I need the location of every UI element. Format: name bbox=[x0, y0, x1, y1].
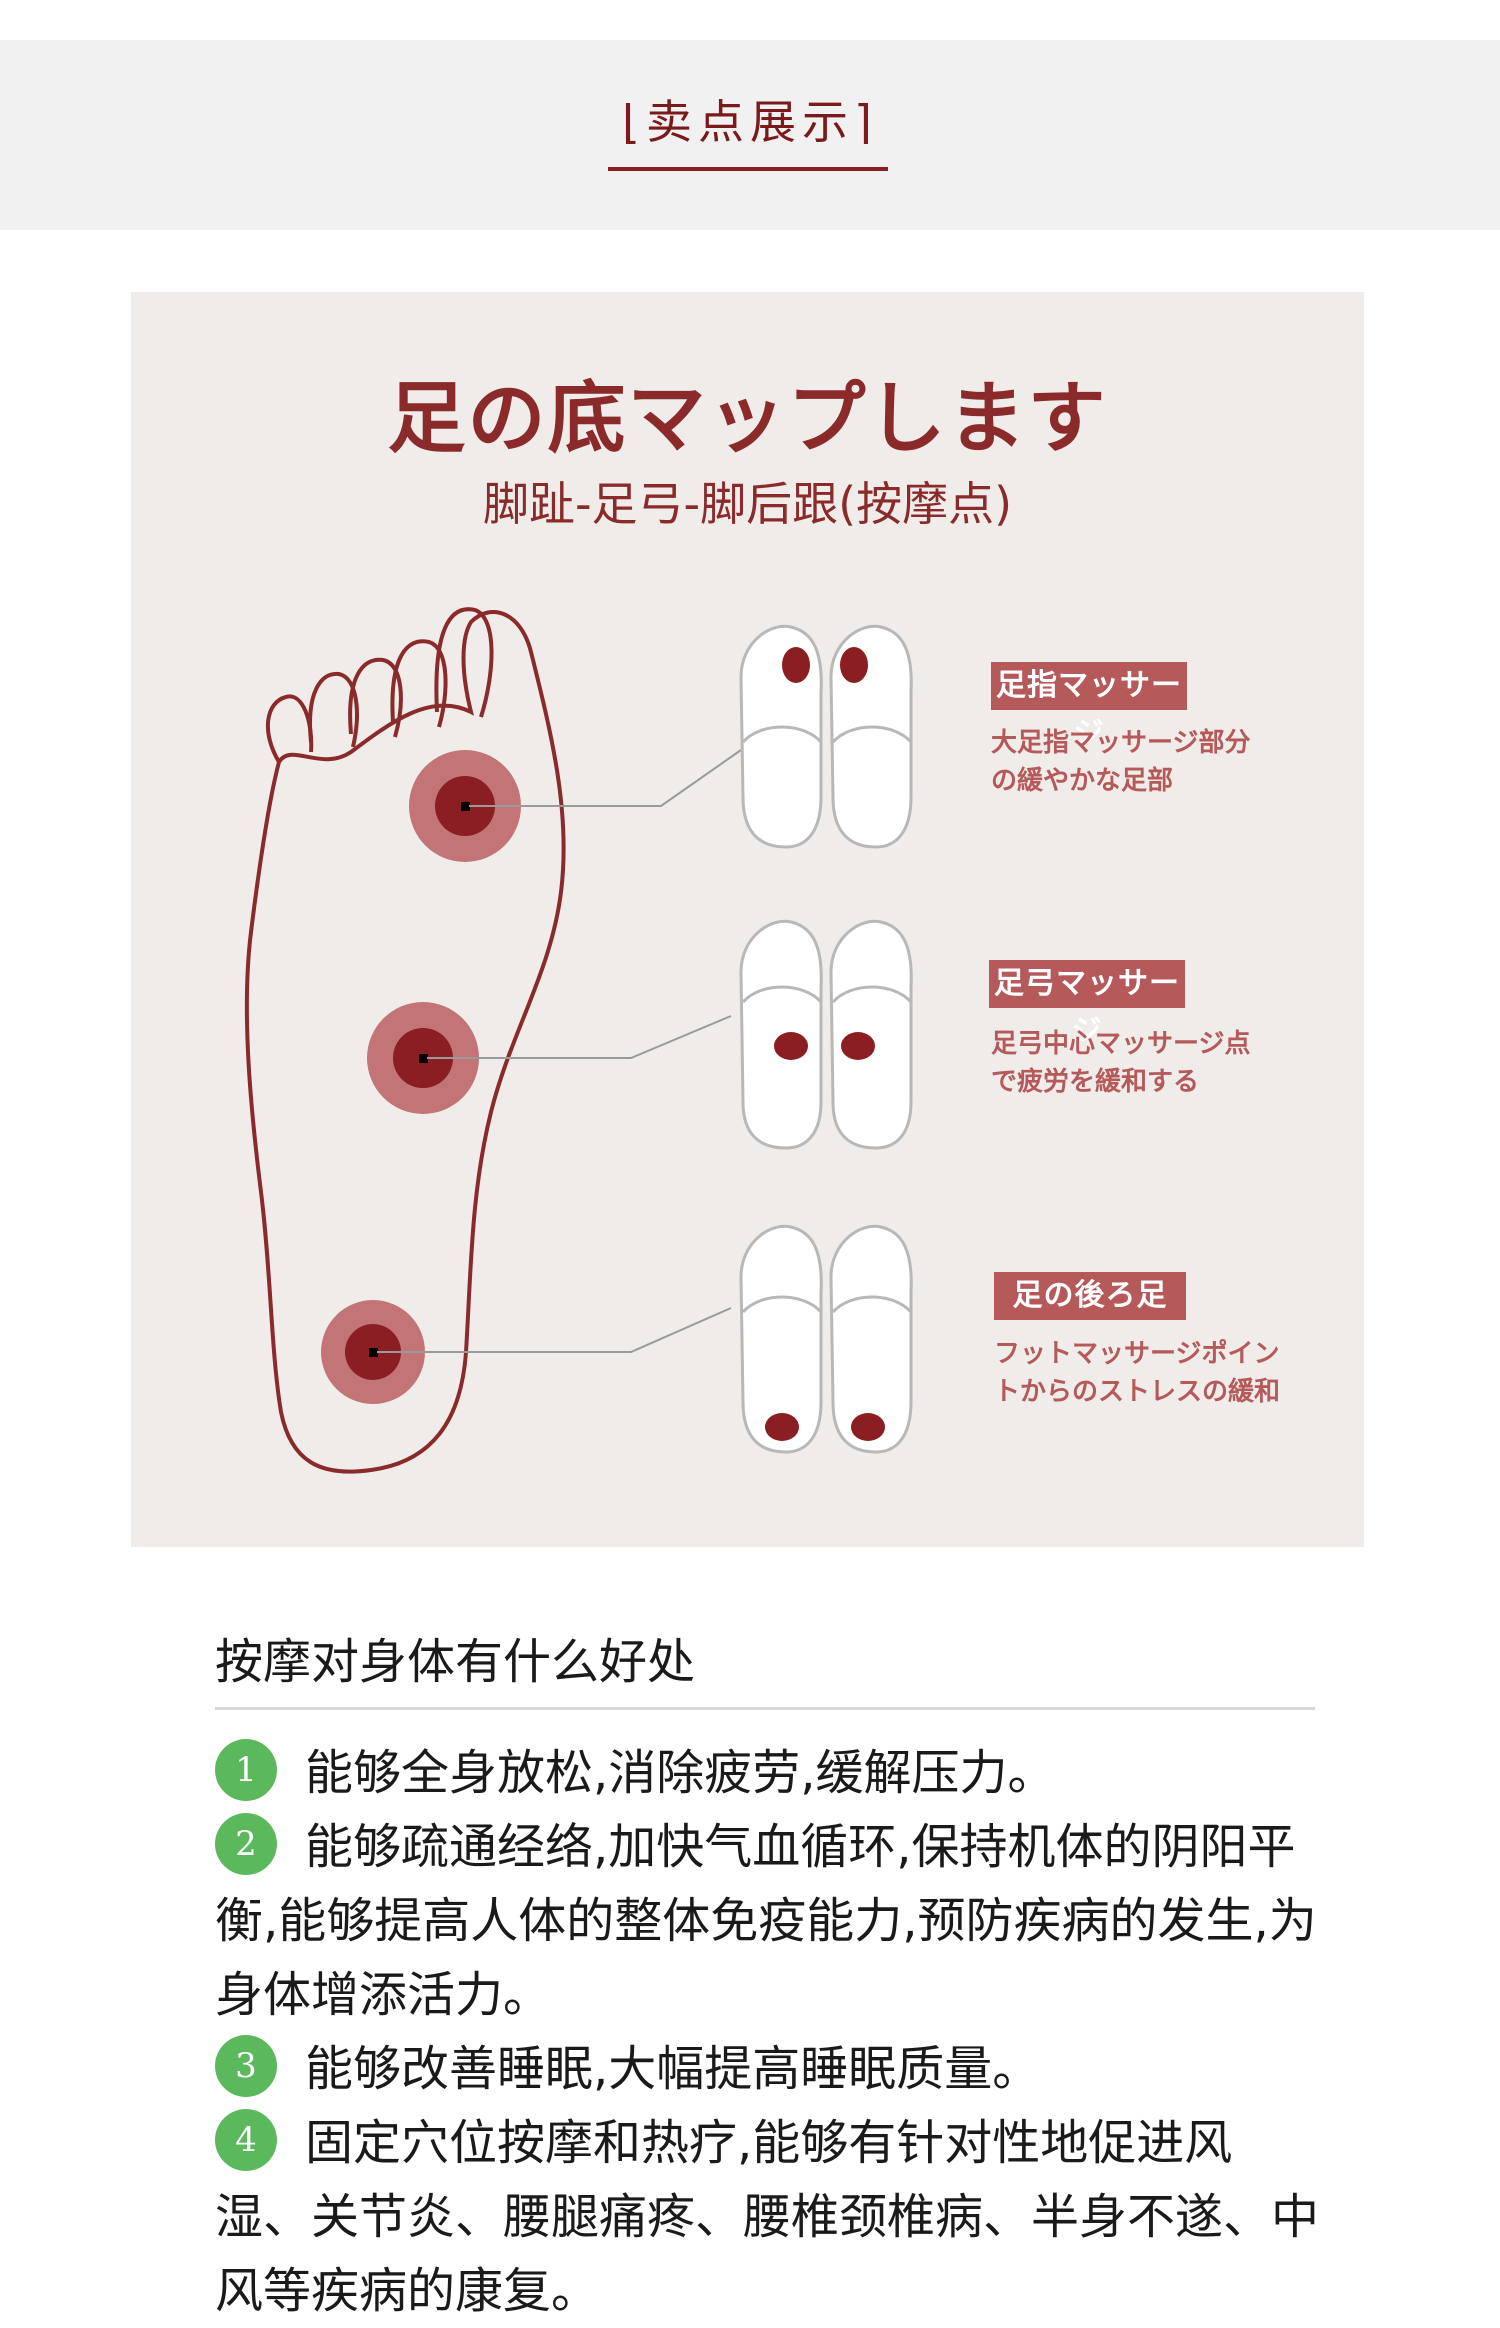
slipper-heel-dot-left bbox=[765, 1413, 799, 1441]
foot-diagram bbox=[244, 607, 913, 1474]
desc-heel-massage: フットマッサージポイン トからのストレスの緩和 bbox=[994, 1335, 1280, 1411]
section-title: ⌊卖点展示⌉ bbox=[0, 86, 1500, 152]
connector-lines bbox=[377, 749, 742, 1353]
badge-heel-massage: 足の後ろ足 bbox=[994, 1272, 1186, 1320]
desc-arch-line1: 足弓中心マッサージ点 bbox=[991, 1029, 1251, 1059]
desc-toe-massage: 大足指マッサージ部分 の緩やかな足部 bbox=[991, 724, 1250, 800]
slipper-toe-dot-right bbox=[840, 647, 868, 683]
benefits-title: 按摩对身体有什么好处 bbox=[215, 1634, 696, 1690]
slipper-arch-dot-left bbox=[774, 1032, 808, 1060]
toe-point-marker bbox=[409, 750, 521, 862]
desc-arch-massage: 足弓中心マッサージ点 で疲労を緩和する bbox=[991, 1025, 1250, 1101]
badge-toe-massage: 足指マッサージ bbox=[991, 662, 1187, 751]
desc-arch-line2: で疲労を緩和する bbox=[991, 1067, 1200, 1097]
slipper-toe-dot-left bbox=[782, 647, 810, 683]
slipper-arch-dot-right bbox=[841, 1032, 875, 1060]
benefit-number-1: 1 bbox=[215, 1739, 277, 1801]
slipper-heel-dot-right bbox=[851, 1413, 885, 1441]
benefit-text-3: 能够改善睡眠,大幅提高睡眠质量。 bbox=[305, 2041, 1041, 2097]
section-header bbox=[0, 40, 1500, 230]
benefit-item-3: 3 能够改善睡眠,大幅提高睡眠质量。 bbox=[215, 2032, 1325, 2106]
benefit-number-4: 4 bbox=[215, 2109, 277, 2171]
benefit-number-3: 3 bbox=[215, 2035, 277, 2097]
desc-toe-line1: 大足指マッサージ部分 bbox=[991, 728, 1251, 758]
desc-heel-line2: トからのストレスの緩和 bbox=[994, 1377, 1281, 1407]
desc-toe-line2: の緩やかな足部 bbox=[991, 766, 1174, 796]
top-spacer bbox=[0, 0, 1500, 40]
slipper-pair-toe bbox=[739, 624, 913, 849]
benefit-item-1: 1 能够全身放松,消除疲劳,缓解压力。 bbox=[215, 1736, 1325, 1810]
slipper-pair-heel bbox=[739, 1224, 913, 1454]
heel-point-marker bbox=[321, 1300, 425, 1404]
badge-arch-massage: 足弓マッサージ bbox=[989, 960, 1185, 1049]
benefit-text-2: 能够疏通经络,加快气血循环,保持机体的阴阳平衡,能够提高人体的整体免疫能力,预防… bbox=[215, 1819, 1317, 2023]
benefit-text-1: 能够全身放松,消除疲劳,缓解压力。 bbox=[305, 1745, 1056, 1801]
panel-subtitle: 脚趾-足弓-脚后跟(按摩点) bbox=[482, 477, 1013, 531]
arch-point-marker bbox=[367, 1002, 479, 1114]
benefits-divider bbox=[215, 1707, 1315, 1710]
slipper-pair-arch bbox=[739, 919, 913, 1150]
panel-title: 足の底マップします bbox=[387, 373, 1108, 464]
benefit-text-4: 固定穴位按摩和热疗,能够有针对性地促进风湿、关节炎、腰腿痛疼、腰椎颈椎病、半身不… bbox=[215, 2115, 1320, 2319]
foot-map-panel: 足の底マップします 脚趾-足弓-脚后跟(按摩点) bbox=[131, 292, 1364, 1547]
benefit-number-2: 2 bbox=[215, 1813, 277, 1875]
bracket-right: ⌉ bbox=[854, 95, 878, 149]
desc-heel-line1: フットマッサージポイン bbox=[994, 1339, 1280, 1369]
title-underline bbox=[608, 167, 888, 171]
bracket-left: ⌊ bbox=[622, 95, 646, 149]
section-title-text: 卖点展示 bbox=[646, 95, 854, 149]
foot-outline bbox=[244, 607, 566, 1474]
